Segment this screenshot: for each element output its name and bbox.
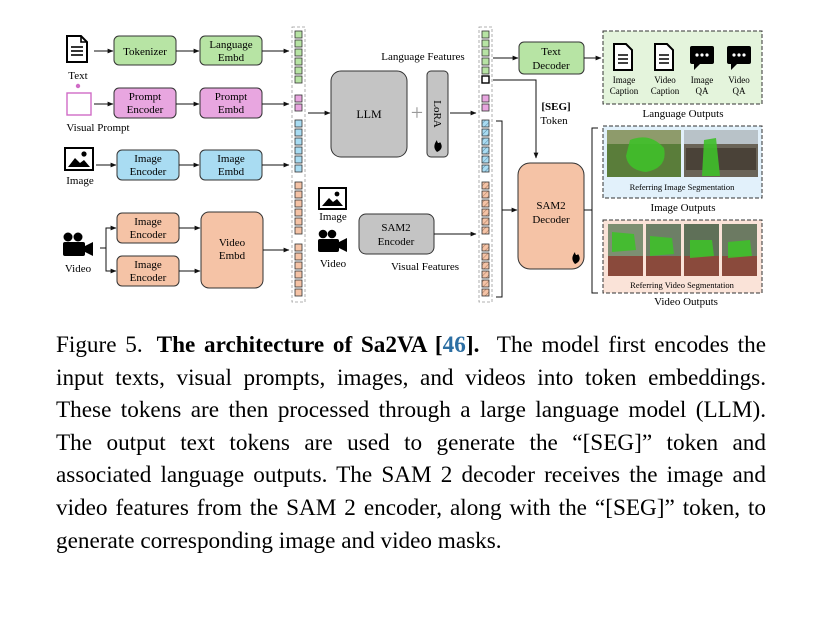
output-tokens [481, 30, 490, 297]
image-encoder-label-1: Image [134, 153, 162, 165]
figure-label: Figure 5. [56, 332, 143, 358]
input-visual-prompt-label: Visual Prompt [66, 122, 129, 134]
video-qa-label-1: Video [728, 75, 750, 85]
input-image-label: Image [66, 175, 94, 187]
output-token-column [478, 26, 493, 303]
lora-label: LoRA [431, 100, 443, 128]
sam2-encoder-label-1: SAM2 [381, 222, 410, 234]
video-image-encoder-1-label-1: Image [134, 216, 162, 228]
video-image-encoder-1-label-2: Encoder [130, 229, 167, 241]
language-outputs-label: Language Outputs [643, 108, 724, 120]
referring-video-frame-1 [608, 224, 643, 276]
video-caption-label-1: Video [654, 75, 676, 85]
sam-video-label: Video [320, 258, 347, 270]
output-bracket [591, 127, 598, 294]
input-token-column [291, 26, 306, 303]
image-qa-label-2: QA [696, 86, 709, 96]
sam2-encoder-block [358, 213, 435, 255]
video-caption-label-2: Caption [651, 86, 680, 96]
language-embd-label-2: Embd [218, 52, 245, 64]
tokenizer-label: Tokenizer [123, 46, 167, 58]
image-qa-chat-icon [690, 46, 714, 70]
llm-block [330, 70, 408, 158]
image-outputs-label: Image Outputs [650, 202, 715, 214]
image-embd-label-2: Embd [218, 166, 245, 178]
visual-prompt-icon [66, 83, 92, 116]
document-icon [66, 35, 88, 63]
citation-link[interactable]: 46 [442, 332, 466, 358]
video-image-encoder-2-label-2: Encoder [130, 272, 167, 284]
prompt-embd-block [199, 87, 263, 119]
plus-sign: + [411, 100, 423, 125]
prompt-encoder-block [113, 87, 177, 119]
image-caption-label-2: Caption [610, 86, 639, 96]
caption-title-text: The architecture of Sa2VA [ [156, 332, 443, 358]
image-embd-label-1: Image [217, 153, 245, 165]
visual-token-bracket [496, 120, 503, 298]
architecture-diagram: Text Visual Prompt Image Video Tokenizer… [63, 26, 763, 308]
prompt-encoder-label-2: Encoder [127, 104, 164, 116]
input-text-label: Text [68, 70, 87, 82]
prompt-encoder-label-1: Prompt [129, 91, 161, 103]
referring-image-photo-2 [684, 130, 758, 177]
image-caption-icon [613, 43, 633, 71]
caption-title-end: ]. [465, 332, 480, 358]
prompt-embd-label-2: Embd [218, 104, 245, 116]
video-outputs-label: Video Outputs [654, 296, 718, 308]
image-caption-label-1: Image [613, 75, 636, 85]
sam2-encoder-label-2: Encoder [378, 236, 415, 248]
text-decoder-label-2: Decoder [532, 60, 570, 72]
prompt-embd-label-1: Prompt [215, 91, 247, 103]
video-embd-label-1: Video [219, 237, 246, 249]
image-qa-label-1: Image [691, 75, 714, 85]
figure-caption: Figure 5. The architecture of Sa2VA [46].… [56, 329, 766, 557]
video-caption-icon [654, 43, 674, 71]
input-tokens [294, 30, 303, 297]
referring-video-frame-3 [684, 224, 719, 276]
sam2-decoder-block [517, 162, 585, 270]
video-image-encoder-2-label-1: Image [134, 259, 162, 271]
video-camera-icon [63, 232, 93, 256]
sam-video-icon [318, 229, 347, 252]
token-label: Token [540, 115, 568, 127]
language-features-label: Language Features [381, 51, 464, 63]
sam-image-icon [318, 187, 347, 210]
sam-image-label: Image [319, 211, 347, 223]
referring-video-frame-2 [646, 224, 681, 276]
referring-image-segmentation-label: Referring Image Segmentation [630, 182, 736, 192]
sam2-decoder-label-1: SAM2 [536, 200, 565, 212]
referring-video-segmentation-label: Referring Video Segmentation [630, 280, 734, 290]
llm-label: LLM [356, 107, 382, 121]
referring-image-photo-1 [607, 130, 681, 177]
video-qa-label-2: QA [733, 86, 746, 96]
flame-icon [434, 140, 442, 152]
lora-block [426, 70, 449, 158]
seg-token-arrow [493, 79, 539, 159]
encoder-arrows [94, 48, 290, 274]
sam2-decoder-label-2: Decoder [532, 214, 570, 226]
visual-features-label: Visual Features [391, 261, 459, 273]
image-encoder-label-2: Encoder [130, 166, 167, 178]
caption-title: The architecture of Sa2VA [46]. [157, 332, 480, 358]
video-embd-label-2: Embd [219, 250, 246, 262]
input-video-label: Video [65, 263, 92, 275]
text-decoder-label-1: Text [541, 46, 560, 58]
referring-video-frame-4 [722, 224, 757, 276]
language-embd-label-1: Language [209, 39, 252, 51]
image-icon [64, 147, 94, 171]
caption-body: The model first encodes the input texts,… [56, 332, 766, 554]
decoder-flame-icon [572, 252, 580, 264]
seg-token-label: [SEG] [541, 101, 570, 113]
video-qa-chat-icon [727, 46, 751, 70]
